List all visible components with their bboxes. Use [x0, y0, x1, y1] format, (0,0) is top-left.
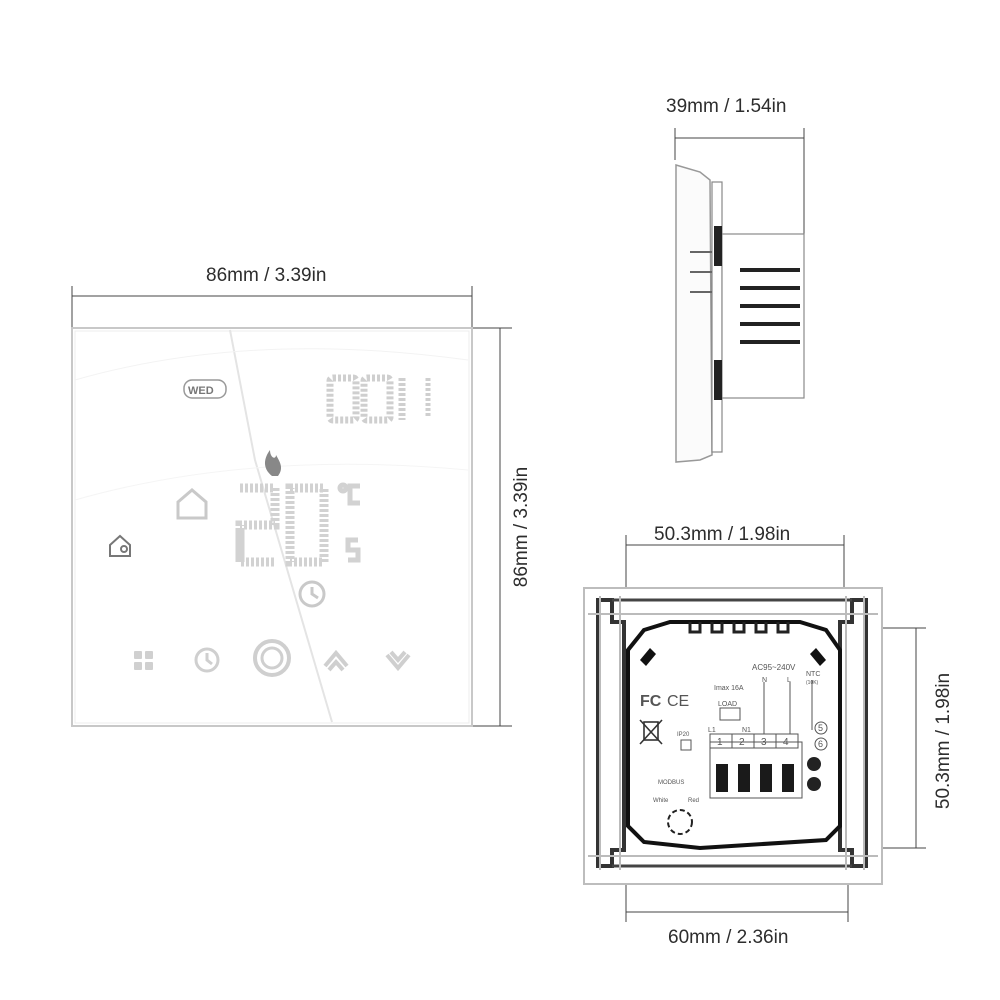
ntc-sub-label: (10K)	[806, 680, 819, 686]
side-depth-dimension-line	[674, 128, 805, 236]
modbus-label: MODBUS	[658, 780, 684, 786]
back-inner-width-label: 50.3mm / 1.98in	[654, 524, 791, 545]
side-depth-label: 39mm / 1.54in	[666, 96, 787, 117]
down-chevron-icon[interactable]	[385, 650, 411, 672]
front-height-dimension-line	[472, 327, 512, 727]
ntc-label: NTC	[806, 671, 820, 678]
home-icon	[176, 488, 208, 520]
red-label: Red	[688, 798, 699, 804]
load-label: LOAD	[718, 701, 737, 708]
side-view	[675, 164, 805, 463]
l1-label: L1	[708, 727, 716, 734]
l-label: L	[787, 677, 791, 684]
menu-grid-icon[interactable]	[134, 651, 153, 670]
n1-label: N1	[742, 727, 751, 734]
fc-mark: FC	[640, 693, 662, 710]
away-home-icon[interactable]	[109, 534, 131, 557]
degree-c-mark	[337, 482, 360, 506]
terminal-3-label: 3	[761, 737, 767, 748]
front-width-dimension-line	[71, 286, 473, 330]
white-label: White	[653, 798, 669, 804]
terminal-5-label: 5	[818, 723, 823, 733]
schedule-clock-button-icon[interactable]	[194, 647, 220, 673]
front-width-label: 86mm / 3.39in	[206, 265, 327, 286]
power-ring-icon[interactable]	[253, 639, 291, 677]
day-label: WED	[188, 385, 214, 397]
back-outer-width-label: 60mm / 2.36in	[668, 927, 789, 948]
recycle-bin-icon	[639, 719, 663, 745]
clock-icon[interactable]	[298, 580, 326, 608]
clock-digits	[326, 374, 431, 424]
n-label: N	[762, 677, 767, 684]
imax-label: Imax 16A	[714, 685, 744, 692]
ce-mark: CE	[667, 693, 689, 710]
ip-label: IP20	[677, 732, 690, 738]
terminal-6-label: 6	[818, 739, 823, 749]
back-module	[626, 620, 842, 851]
back-inner-height-label: 50.3mm / 1.98in	[933, 672, 954, 810]
day-badge	[183, 379, 227, 399]
ac-label: AC95~240V	[752, 663, 796, 672]
terminal-2-label: 2	[739, 737, 745, 748]
temperature-digits	[235, 483, 329, 567]
front-height-label: 86mm / 3.39in	[511, 466, 532, 588]
s-mark	[345, 537, 361, 563]
terminal-1-label: 1	[717, 737, 723, 748]
flame-icon	[265, 450, 282, 476]
up-chevron-icon[interactable]	[323, 649, 349, 672]
terminal-4-label: 4	[783, 737, 789, 748]
